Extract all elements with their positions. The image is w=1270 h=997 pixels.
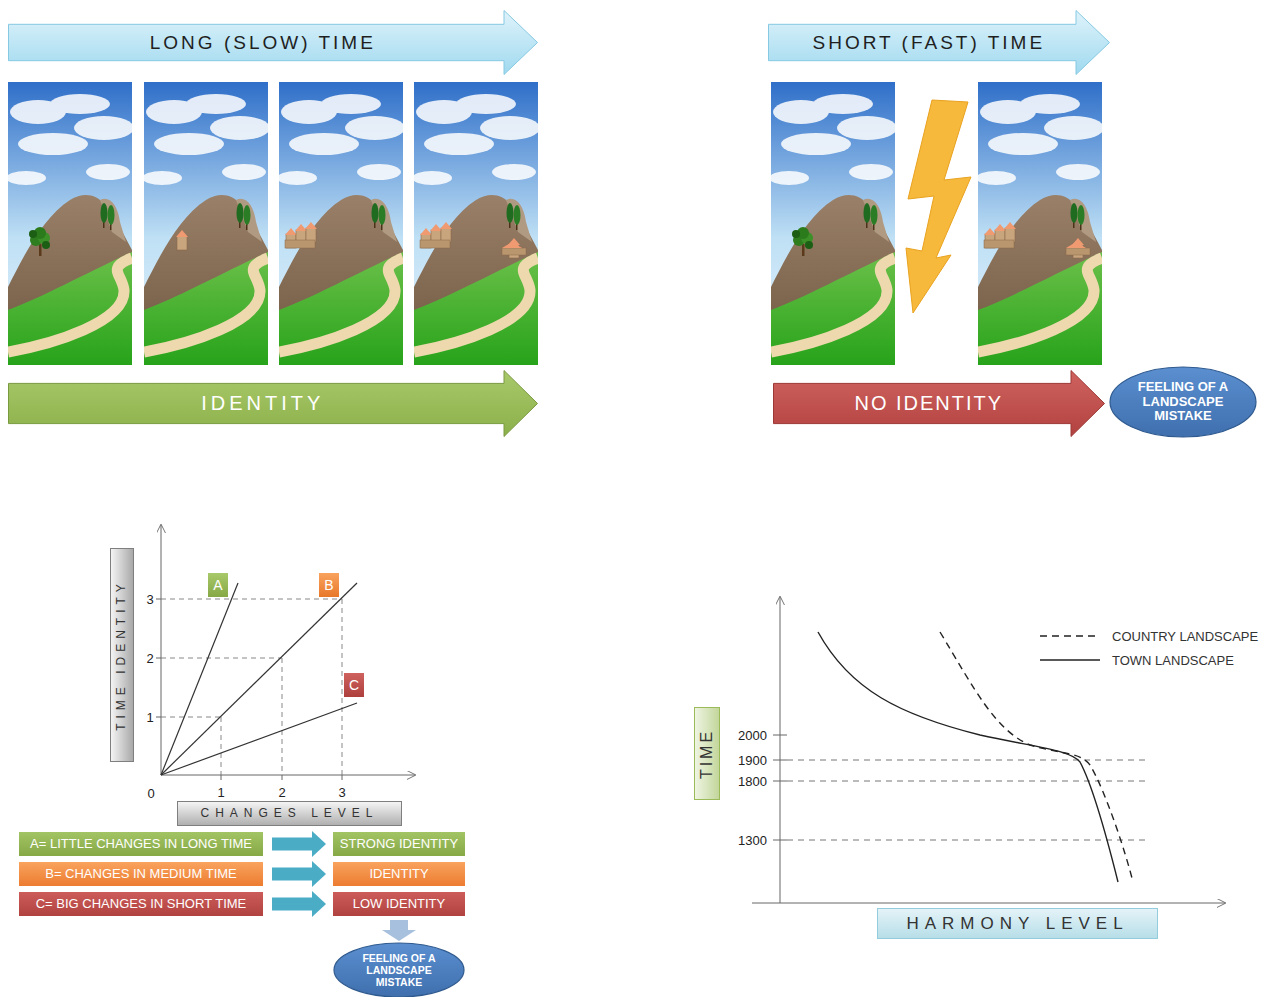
node-text: IDENTITY: [369, 867, 428, 882]
node-text: LONG (SLOW) TIME: [150, 32, 376, 54]
legend-row-box: B= CHANGES IN MEDIUM TIME: [18, 861, 264, 887]
axis-title-box: CHANGES LEVEL: [177, 801, 402, 826]
tick-label: 3: [338, 786, 345, 799]
time-banner-arrow: LONG (SLOW) TIME: [8, 10, 538, 75]
node-text: FEELING OF A LANDSCAPE MISTAKE: [1131, 380, 1235, 425]
ellipse-shape: [334, 943, 464, 997]
time-banner-arrow: SHORT (FAST) TIME: [768, 10, 1110, 75]
node-text: FEELING OF A LANDSCAPE MISTAKE: [358, 952, 440, 988]
no-identity-arrow: NO IDENTITY: [773, 370, 1105, 437]
tick-label: 1: [217, 786, 224, 799]
legend-text: TOWN LANDSCAPE: [1112, 653, 1234, 668]
landscape-panel: [277, 82, 405, 365]
lightning-bolt: [906, 100, 971, 313]
node-text: TIME: [698, 728, 716, 778]
legend-item: TOWN LANDSCAPE: [1040, 651, 1234, 669]
legend-text: COUNTRY LANDSCAPE: [1112, 629, 1258, 644]
node-text: CHANGES LEVEL: [200, 807, 378, 821]
axis-title-box: TIME: [694, 707, 720, 800]
year-label: 1300: [738, 834, 767, 847]
axis-title-box: HARMONY LEVEL: [877, 908, 1158, 939]
legend-row-box: IDENTITY: [332, 861, 466, 887]
tick-label: 3: [146, 593, 153, 606]
node-text: IDENTITY: [201, 392, 324, 415]
legend-line: [1040, 635, 1100, 636]
axis-title-box: TIME IDENTITY: [110, 548, 134, 762]
landscape-panel: [6, 82, 134, 365]
arrow-shape: [9, 11, 538, 75]
mistake-ellipse: FEELING OF A LANDSCAPE MISTAKE: [333, 942, 465, 997]
year-label: 2000: [738, 729, 767, 742]
arrow-shape: [774, 371, 1105, 437]
legend-line: [1040, 659, 1100, 660]
line-tag: B: [318, 572, 340, 598]
legend-sample: [1040, 631, 1100, 641]
identity-chart: [156, 525, 415, 780]
node-text: B: [324, 577, 333, 593]
arrow-shape: [769, 11, 1110, 75]
node-text: C= BIG CHANGES IN SHORT TIME: [36, 897, 247, 912]
landscape-panel: [769, 82, 897, 365]
node-text: SHORT (FAST) TIME: [813, 32, 1046, 54]
legend-item: COUNTRY LANDSCAPE: [1040, 627, 1258, 645]
legend-row-box: A= LITTLE CHANGES IN LONG TIME: [18, 831, 264, 857]
block-arrow-connector: [272, 868, 312, 881]
node-text: HARMONY LEVEL: [906, 914, 1128, 934]
tick-label: 2: [278, 786, 285, 799]
line-tag: C: [343, 672, 365, 698]
block-arrow-connector: [272, 898, 312, 911]
node-text: TIME IDENTITY: [115, 579, 129, 731]
ellipse-shape: [1110, 367, 1256, 437]
legend-row-box: STRONG IDENTITY: [332, 831, 466, 857]
tick-label: 2: [146, 652, 153, 665]
node-text: B= CHANGES IN MEDIUM TIME: [45, 867, 237, 882]
block-arrow-connector: [272, 838, 312, 851]
landscape-panel: [976, 82, 1104, 365]
landscape-panel: [412, 82, 540, 365]
tick-label: 0: [147, 787, 154, 800]
year-label: 1900: [738, 754, 767, 767]
legend-sample: [1040, 655, 1100, 665]
identity-arrow: IDENTITY: [8, 370, 538, 437]
node-text: LOW IDENTITY: [353, 897, 445, 912]
arrow-shape: [9, 371, 538, 437]
year-label: 1800: [738, 775, 767, 788]
block-arrow-connector: [390, 920, 408, 930]
tick-label: 1: [146, 711, 153, 724]
legend-row-box: LOW IDENTITY: [332, 891, 466, 917]
mistake-ellipse: FEELING OF A LANDSCAPE MISTAKE: [1109, 366, 1257, 438]
node-text: NO IDENTITY: [854, 392, 1003, 415]
legend-row-box: C= BIG CHANGES IN SHORT TIME: [18, 891, 264, 917]
node-text: C: [349, 677, 359, 693]
node-text: A= LITTLE CHANGES IN LONG TIME: [30, 837, 252, 852]
node-text: STRONG IDENTITY: [340, 837, 458, 852]
node-text: A: [213, 577, 222, 593]
landscape-panel: [142, 82, 270, 365]
line-tag: A: [207, 572, 229, 598]
